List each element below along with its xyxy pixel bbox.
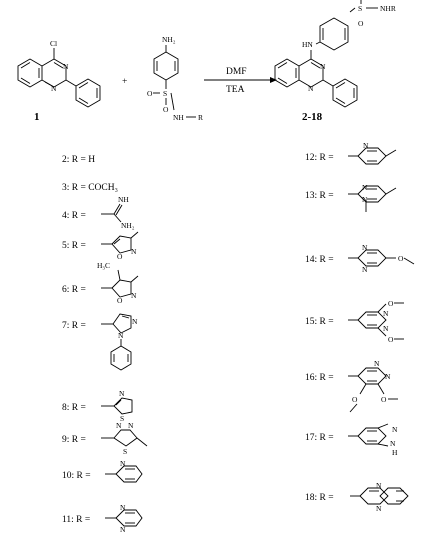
nitrogen-label: N <box>362 265 368 274</box>
nitrogen-label: N <box>63 62 69 71</box>
nitrogen-label: N <box>132 317 138 326</box>
structure-pyridine: N <box>105 459 143 483</box>
nitrogen-label: N <box>120 525 126 534</box>
nitrogen-label: N <box>51 84 57 93</box>
nh-label: NH <box>118 195 129 204</box>
nitrogen-label: N <box>320 62 326 71</box>
structure-dimethoxypyrimidine-2: O O N N <box>348 359 398 413</box>
structure-dimethoxypyrimidine: O O N N <box>348 299 404 344</box>
structure-thiadiazole: N N S <box>101 421 148 456</box>
sulfur-label: S <box>358 4 362 13</box>
oxygen-label: O <box>381 395 387 404</box>
product-structure: S O NHR HN N N 2-18 <box>274 0 396 123</box>
nitrogen-label: N <box>131 247 137 256</box>
amino-label: NH₂ <box>162 35 176 44</box>
structure-methoxypyrimidine: O N N <box>348 243 415 274</box>
substituent-label-17: 17: R = <box>305 433 334 443</box>
substituent-label-8: 8: R = <box>62 403 86 413</box>
nitrogen-label: N <box>120 503 126 512</box>
substituent-label-11: 11: R = <box>62 515 90 525</box>
oxygen-label: O <box>117 252 123 261</box>
nitrogen-label: N <box>118 331 124 340</box>
substituent-label-5: 5: R = <box>62 241 86 251</box>
nitrogen-label: N <box>363 141 369 150</box>
reactant-chloroquinazoline: Cl N N 1 <box>17 39 101 123</box>
nitrogen-label: N <box>392 425 398 434</box>
substituent-label-13: 13: R = <box>305 191 334 201</box>
hydrogen-label: H <box>392 448 398 457</box>
substituent-label-4: 4: R = <box>62 211 86 221</box>
structure-phenylpyrazole: N N <box>101 313 138 371</box>
structure-pyrimidine: N N <box>105 503 143 534</box>
nitrogen-label: N <box>131 291 137 300</box>
nitrogen-label: N <box>120 459 126 468</box>
substituent-label-6: 6: R = <box>62 285 86 295</box>
oxygen-label: O <box>358 19 364 28</box>
nh-label: NH <box>173 113 184 122</box>
compound-number-1: 1 <box>34 111 40 123</box>
chlorine-label: Cl <box>50 39 57 48</box>
substituent-label-10: 10: R = <box>62 471 91 481</box>
substituent-label-3: 3: R = COCH₃ <box>62 183 118 193</box>
methyl-label: H₃C <box>97 261 110 270</box>
oxygen-label: O <box>163 105 169 114</box>
oxygen-label: O <box>398 254 404 263</box>
structure-amidine: NH NH₂ <box>101 195 135 230</box>
nitrogen-label: N <box>385 372 391 381</box>
substituent-label-2: 2: R = H <box>62 155 95 165</box>
sulfur-label: S <box>120 414 124 423</box>
nitrogen-label: N <box>128 421 134 430</box>
oxygen-label: O <box>352 395 358 404</box>
nitrogen-label: N <box>362 183 368 192</box>
amino-label: NH₂ <box>121 221 135 230</box>
sulfur-label: S <box>163 89 167 98</box>
oxygen-label: O <box>388 299 394 308</box>
nhr-label: NHR <box>380 4 396 13</box>
substituent-label-18: 18: R = <box>305 493 334 503</box>
substituent-label-14: 14: R = <box>305 255 334 265</box>
nitrogen-label: N <box>119 389 125 398</box>
r-label: R <box>198 113 203 122</box>
nitrogen-label: N <box>362 195 368 204</box>
nitrogen-label: N <box>390 439 396 448</box>
nitrogen-label: N <box>362 243 368 252</box>
nitrogen-label: N <box>308 84 314 93</box>
structure-dimethylisoxazole: H₃C O N <box>97 261 139 305</box>
compound-number-range: 2-18 <box>302 111 323 123</box>
structure-thiazole: N S <box>101 389 133 423</box>
oxygen-label: O <box>117 296 123 305</box>
reactant-sulfonamide: NH₂ S O O NH R <box>147 35 203 122</box>
structure-methylisoxazole: O N <box>101 231 139 261</box>
structure-quinoxaline: N N <box>350 481 409 513</box>
nitrogen-label: N <box>374 359 380 368</box>
structure-indazole: N N H <box>348 423 398 457</box>
reaction-arrow: DMF TEA <box>204 67 277 95</box>
structure-methylpyrimidine: N <box>348 141 397 165</box>
sulfur-label: S <box>123 447 127 456</box>
substituent-label-12: 12: R = <box>305 153 334 163</box>
substituent-label-15: 15: R = <box>305 317 334 327</box>
hn-label: HN <box>302 40 313 49</box>
nitrogen-label: N <box>376 504 382 513</box>
reagent-tea: TEA <box>226 85 245 95</box>
oxygen-label: O <box>147 89 153 98</box>
structure-dimethylpyrimidine: N N <box>348 183 397 212</box>
substituent-label-7: 7: R = <box>62 321 86 331</box>
nitrogen-label: N <box>116 421 122 430</box>
reagent-dmf: DMF <box>226 67 247 77</box>
substituent-label-9: 9: R = <box>62 435 86 445</box>
oxygen-label: O <box>388 335 394 344</box>
nitrogen-label: N <box>376 481 382 490</box>
plus-sign: + <box>122 77 127 87</box>
nitrogen-label: N <box>383 309 389 318</box>
nitrogen-label: N <box>383 324 389 333</box>
substituent-label-16: 16: R = <box>305 373 334 383</box>
